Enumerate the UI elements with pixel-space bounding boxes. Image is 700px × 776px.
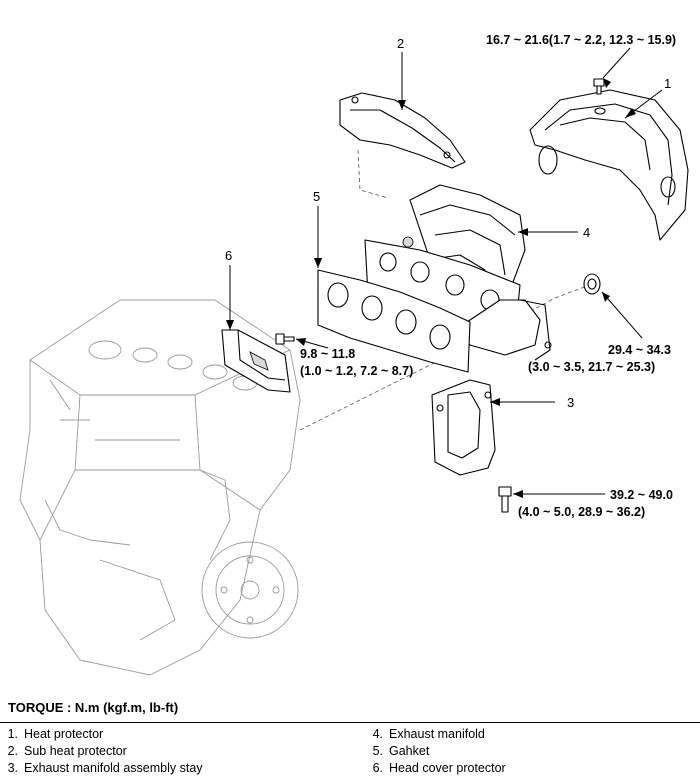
callout-6: 6 — [225, 248, 232, 263]
leader-line-torque-top — [602, 47, 631, 79]
legend-item-heat-protector: 1. Heat protector — [0, 726, 365, 742]
head-cover-protector-drawing — [221, 329, 291, 393]
callout-3: 3 — [567, 395, 574, 410]
callout-5: 5 — [313, 189, 320, 204]
torque-manifold-nut-nm: 29.4 ~ 34.3 — [608, 343, 671, 357]
torque-manifold-nut-alt: (3.0 ~ 3.5, 21.7 ~ 25.3) — [528, 360, 655, 374]
legend-item-number: 1. — [7, 727, 18, 741]
torque-stay-bolt-alt: (4.0 ~ 5.0, 28.9 ~ 36.2) — [518, 505, 645, 519]
callout-2: 2 — [397, 36, 404, 51]
callout-1: 1 — [664, 76, 671, 91]
legend-item-number: 3. — [7, 761, 18, 775]
torque-units-title: TORQUE : N.m (kgf.m, lb-ft) — [8, 700, 179, 715]
legend-item-number: 6. — [372, 761, 383, 775]
legend-item-label: Sub heat protector — [24, 744, 127, 758]
torque-heat-protector-bolt: 16.7 ~ 21.6(1.7 ~ 2.2, 12.3 ~ 15.9) — [486, 33, 676, 47]
legend-divider — [0, 722, 700, 723]
legend-item-manifold-stay: 3. Exhaust manifold assembly stay — [0, 760, 365, 776]
manifold-nut-drawing — [583, 273, 601, 295]
legend-item-label: Head cover protector — [389, 761, 506, 775]
head-cover-bolt-drawing — [275, 333, 295, 345]
legend-item-label: Heat protector — [24, 727, 104, 741]
exhaust-manifold-drawing — [364, 184, 552, 361]
alignment-line-2 — [299, 284, 591, 431]
gasket-drawing — [317, 269, 471, 373]
exploded-diagram: 1 2 3 4 5 6 16.7 ~ 21.6(1.7 ~ 2.2, 12.3 … — [19, 33, 689, 676]
alignment-line-1 — [357, 149, 389, 199]
legend-item-label: Exhaust manifold — [389, 727, 485, 741]
parts-legend: 1. Heat protector 4. Exhaust manifold 2.… — [0, 726, 700, 776]
sub-heat-protector-drawing — [339, 92, 466, 169]
heat-protector-drawing — [529, 89, 689, 241]
manifold-stay-drawing — [431, 379, 496, 476]
stay-bolt-drawing — [498, 486, 512, 513]
legend-item-gasket: 5. Gahket — [365, 743, 700, 759]
legend-item-label: Gahket — [389, 744, 430, 758]
legend-item-sub-heat-protector: 2. Sub heat protector — [0, 743, 365, 759]
leader-line-torque-nut — [601, 291, 643, 339]
legend-item-number: 2. — [7, 744, 18, 758]
legend-item-exhaust-manifold: 4. Exhaust manifold — [365, 726, 700, 742]
torque-head-cover-bolt-alt: (1.0 ~ 1.2, 7.2 ~ 8.7) — [300, 364, 413, 378]
callout-4: 4 — [583, 225, 590, 240]
arrowheads — [226, 78, 636, 498]
legend-item-number: 5. — [372, 744, 383, 758]
heat-protector-bolt-drawing — [593, 78, 605, 95]
legend-item-label: Exhaust manifold assembly stay — [24, 761, 203, 775]
legend-item-head-cover-protector: 6. Head cover protector — [365, 760, 700, 776]
torque-head-cover-bolt-nm: 9.8 ~ 11.8 — [300, 347, 355, 361]
legend-item-number: 4. — [372, 727, 383, 741]
torque-stay-bolt-nm: 39.2 ~ 49.0 — [610, 488, 673, 502]
